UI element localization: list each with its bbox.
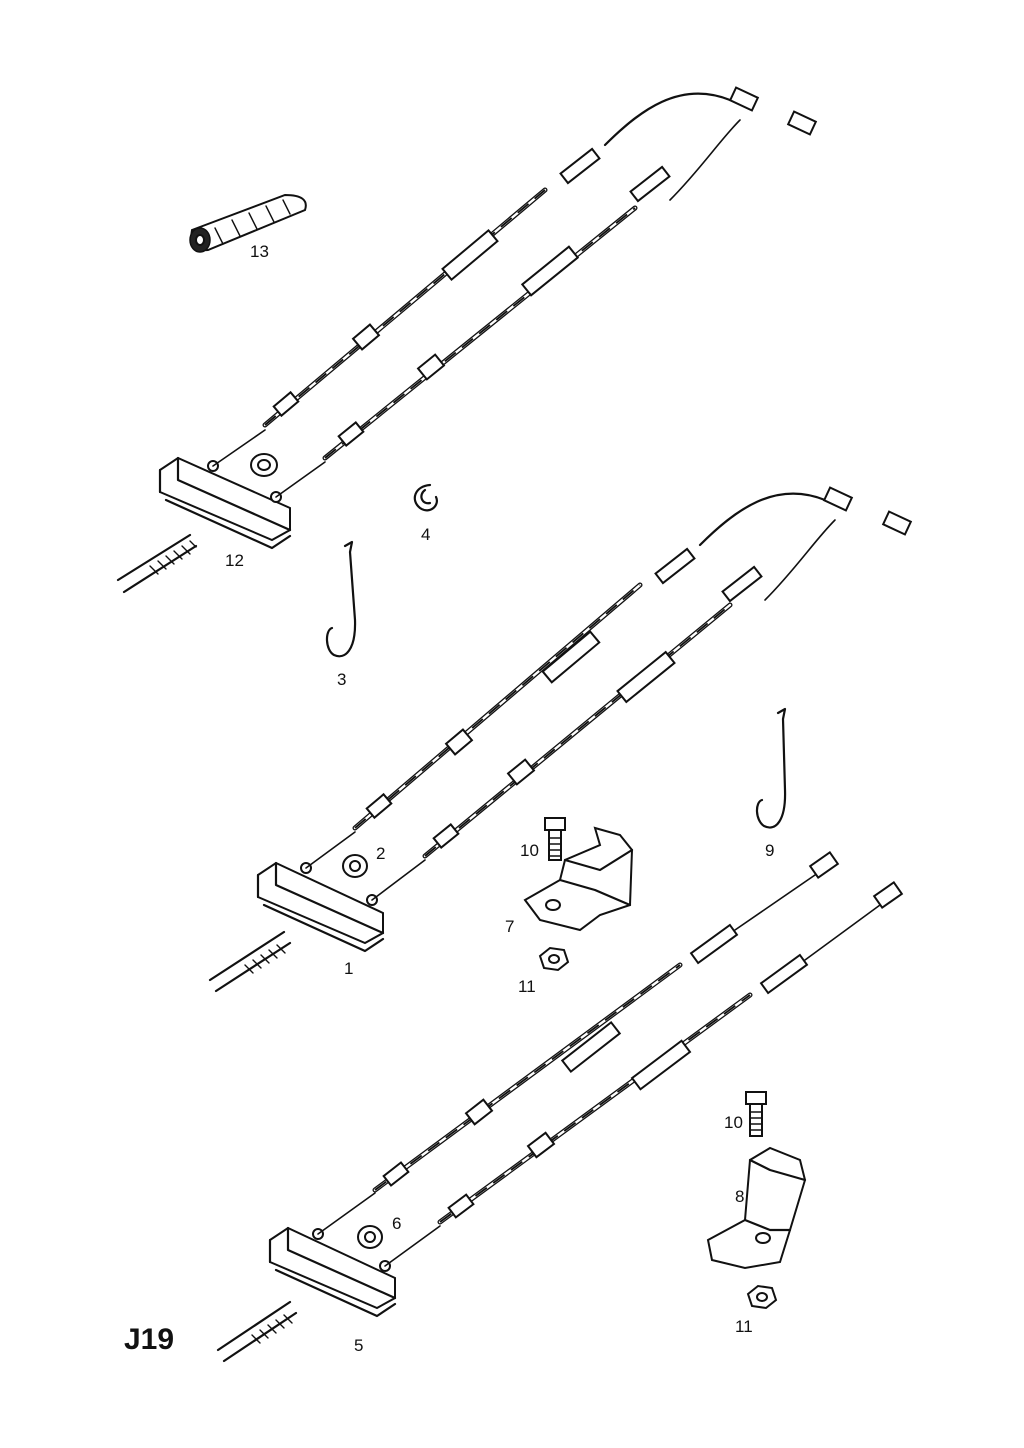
callout-10b: 10 <box>724 1113 743 1132</box>
mounting-bracket-8 <box>706 1146 807 1270</box>
cable-assembly-12 <box>116 86 818 594</box>
equalizer-bracket-12 <box>158 456 292 550</box>
bolt-10b <box>745 1091 767 1137</box>
hook-spring-3 <box>325 540 357 658</box>
cable-pair-5 <box>317 850 904 1267</box>
equalizer-bracket-5 <box>268 1226 397 1318</box>
cable-pair-12 <box>212 86 818 498</box>
callout-9: 9 <box>765 841 775 860</box>
nut-11a <box>538 946 570 972</box>
callout-3: 3 <box>337 670 347 689</box>
cable-assembly-1 <box>208 486 913 993</box>
callout-1: 1 <box>344 959 354 978</box>
equalizer-bracket-1 <box>256 861 385 953</box>
nut-6 <box>357 1225 383 1249</box>
nut-2 <box>342 854 368 878</box>
bolt-10a <box>544 817 566 861</box>
mounting-bracket-7 <box>523 826 634 932</box>
diagram-code: J19 <box>124 1323 175 1356</box>
callout-12: 12 <box>225 551 244 570</box>
nut-11b <box>746 1284 778 1310</box>
callout-13: 13 <box>250 242 269 261</box>
callout-8: 8 <box>735 1187 745 1206</box>
callout-11b: 11 <box>735 1317 753 1336</box>
callout-4: 4 <box>421 525 431 544</box>
callout-7: 7 <box>505 917 515 936</box>
nut-12 <box>250 453 278 477</box>
callout-6: 6 <box>392 1214 402 1233</box>
clip-4 <box>413 483 438 512</box>
callout-5: 5 <box>354 1336 364 1355</box>
callout-11a: 11 <box>518 977 536 996</box>
hook-spring-9 <box>755 707 787 829</box>
threaded-rod-1 <box>208 930 292 993</box>
threaded-rod-5 <box>216 1300 298 1363</box>
cable-pair-1 <box>305 486 913 901</box>
threaded-rod-12 <box>116 533 198 594</box>
rubber-boot-13 <box>189 193 307 253</box>
callout-2: 2 <box>376 844 386 863</box>
callout-10a: 10 <box>520 841 539 860</box>
cable-assembly-5 <box>216 850 904 1363</box>
